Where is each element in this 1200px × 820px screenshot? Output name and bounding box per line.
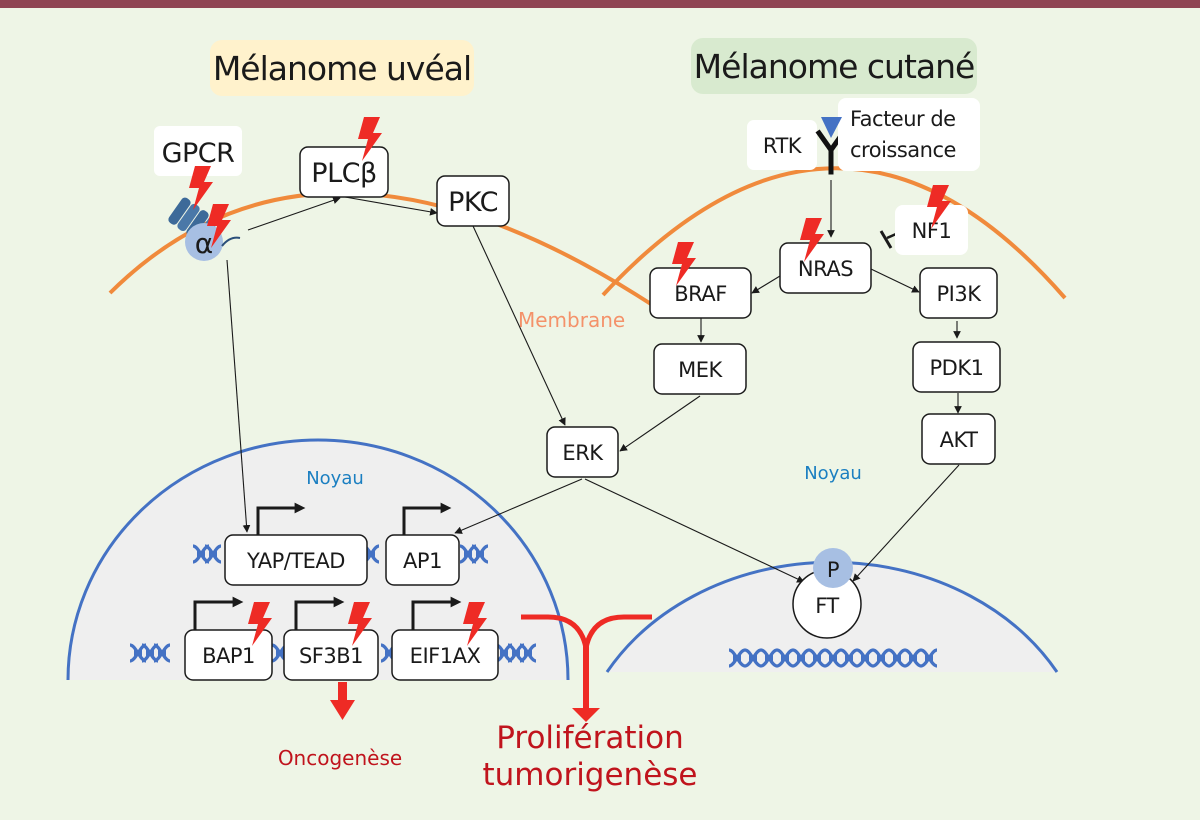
- node-yap-tead[interactable]: YAP/TEAD: [224, 534, 368, 586]
- alpha-label: α: [195, 227, 213, 260]
- phosphate-label: P: [827, 558, 839, 582]
- node-plcb-label: PLCβ: [311, 158, 376, 189]
- node-eif1ax[interactable]: EIF1AX: [391, 602, 499, 681]
- node-pkc-label: PKC: [448, 187, 498, 218]
- edge-pkc-erk: [472, 225, 566, 426]
- node-mek-box: [653, 343, 747, 395]
- node-akt-box: [921, 413, 996, 465]
- node-pdk1-label: PDK1: [930, 356, 984, 380]
- edge-erk-ft: [584, 478, 805, 583]
- rtk-label: RTK: [763, 134, 803, 158]
- ft-label: FT: [815, 594, 839, 618]
- node-nras-box: [779, 242, 872, 294]
- edge-plcb-pkc: [344, 196, 438, 216]
- node-bap1-box: [184, 629, 273, 681]
- node-pkc-box: [436, 175, 510, 227]
- node-pi3k[interactable]: PI3K: [919, 267, 998, 319]
- node-nf1-label: NF1: [912, 219, 952, 243]
- node-eif1ax-label: EIF1AX: [410, 644, 481, 668]
- nucleus-label-left: Noyau: [306, 468, 364, 489]
- edge-erk-ap1: [454, 478, 583, 534]
- tss-arrow-eif1ax: [411, 596, 462, 630]
- nucleus-label-right: Noyau: [804, 463, 862, 484]
- node-plcb-box: [299, 146, 389, 198]
- growth-factor-label-line1: Facteur de: [850, 107, 956, 131]
- proliferation-arrow: [521, 614, 652, 722]
- edge-nf1-nras-inhibition-bar: [879, 230, 893, 249]
- edges: [226, 180, 962, 583]
- outcome-proliferation-line2: tumorigenèse: [482, 757, 697, 793]
- oncogenese-arrow: [330, 682, 355, 720]
- node-bap1-label: BAP1: [202, 644, 255, 668]
- node-yap-tead-box: [224, 534, 368, 586]
- top-bar: [0, 0, 1200, 8]
- growth-factor-ligand-icon: [821, 117, 842, 138]
- transcription-arrows: [193, 502, 462, 630]
- outcome-proliferation-line1: Prolifération: [496, 720, 684, 756]
- alpha-tail: [221, 236, 241, 247]
- node-eif1ax-box: [391, 629, 499, 681]
- node-plcb[interactable]: PLCβ: [299, 117, 389, 198]
- membrane-right: [601, 166, 1067, 300]
- node-pdk1[interactable]: PDK1: [912, 341, 1001, 393]
- growth-factor-label-line2: croissance: [850, 138, 956, 162]
- g-alpha-subunit: [185, 223, 223, 261]
- node-sf3b1-label: SF3B1: [299, 644, 363, 668]
- edge-nras-braf: [751, 275, 781, 294]
- tss-arrow-bap1: [193, 596, 244, 630]
- tss-arrow-sf3b1: [294, 596, 345, 630]
- node-bap1[interactable]: BAP1: [184, 602, 273, 681]
- node-ap1-box: [385, 534, 460, 586]
- gpcr-label-box: [154, 126, 242, 176]
- membrane-label: Membrane: [518, 308, 625, 332]
- node-pkc[interactable]: PKC: [436, 175, 510, 227]
- phosphate-group: [813, 548, 853, 588]
- node-akt-label: AKT: [940, 428, 979, 452]
- rtk-receptor[interactable]: RTK: [747, 120, 847, 175]
- node-erk-label: ERK: [562, 441, 604, 465]
- node-mek[interactable]: MEK: [653, 343, 747, 395]
- node-nras-label: NRAS: [798, 257, 853, 281]
- node-pdk1-box: [912, 341, 1001, 393]
- tss-arrow-yap: [256, 502, 306, 535]
- node-erk[interactable]: ERK: [546, 426, 619, 478]
- growth-factor[interactable]: Facteur de croissance: [821, 98, 980, 171]
- node-nras[interactable]: NRAS: [779, 218, 872, 294]
- node-yap-tead-label: YAP/TEAD: [246, 549, 345, 573]
- edge-nras-pi3k: [870, 268, 920, 293]
- node-akt[interactable]: AKT: [921, 413, 996, 465]
- node-pi3k-box: [919, 267, 998, 319]
- node-ap1-label: AP1: [403, 549, 442, 573]
- edge-akt-ft: [852, 464, 960, 582]
- title-uveal-melanoma: Mélanome uvéal: [210, 40, 474, 96]
- edge-alpha-plcb: [247, 196, 341, 231]
- node-ap1[interactable]: AP1: [385, 534, 460, 586]
- node-erk-box: [546, 426, 619, 478]
- rtk-label-box: [747, 120, 817, 170]
- growth-factor-box: [838, 98, 980, 171]
- node-nf1-box: [895, 205, 968, 255]
- edge-mek-erk: [619, 395, 701, 452]
- node-braf[interactable]: BRAF: [649, 242, 752, 319]
- outcome-oncogenese: Oncogenèse: [278, 746, 402, 770]
- gpcr-label: GPCR: [162, 138, 235, 169]
- edge-alpha-yap: [226, 259, 251, 533]
- transcription-factor-ft[interactable]: FT P: [792, 548, 862, 639]
- node-nf1[interactable]: NF1: [895, 185, 968, 255]
- node-pi3k-label: PI3K: [937, 282, 983, 306]
- node-mek-label: MEK: [678, 358, 723, 382]
- node-braf-label: BRAF: [674, 282, 727, 306]
- node-sf3b1[interactable]: SF3B1: [283, 602, 379, 681]
- tss-arrow-ap1: [402, 502, 452, 535]
- node-braf-box: [649, 267, 752, 319]
- title-cutaneous-melanoma: Mélanome cutané: [691, 38, 977, 94]
- gpcr[interactable]: GPCR α: [154, 126, 242, 261]
